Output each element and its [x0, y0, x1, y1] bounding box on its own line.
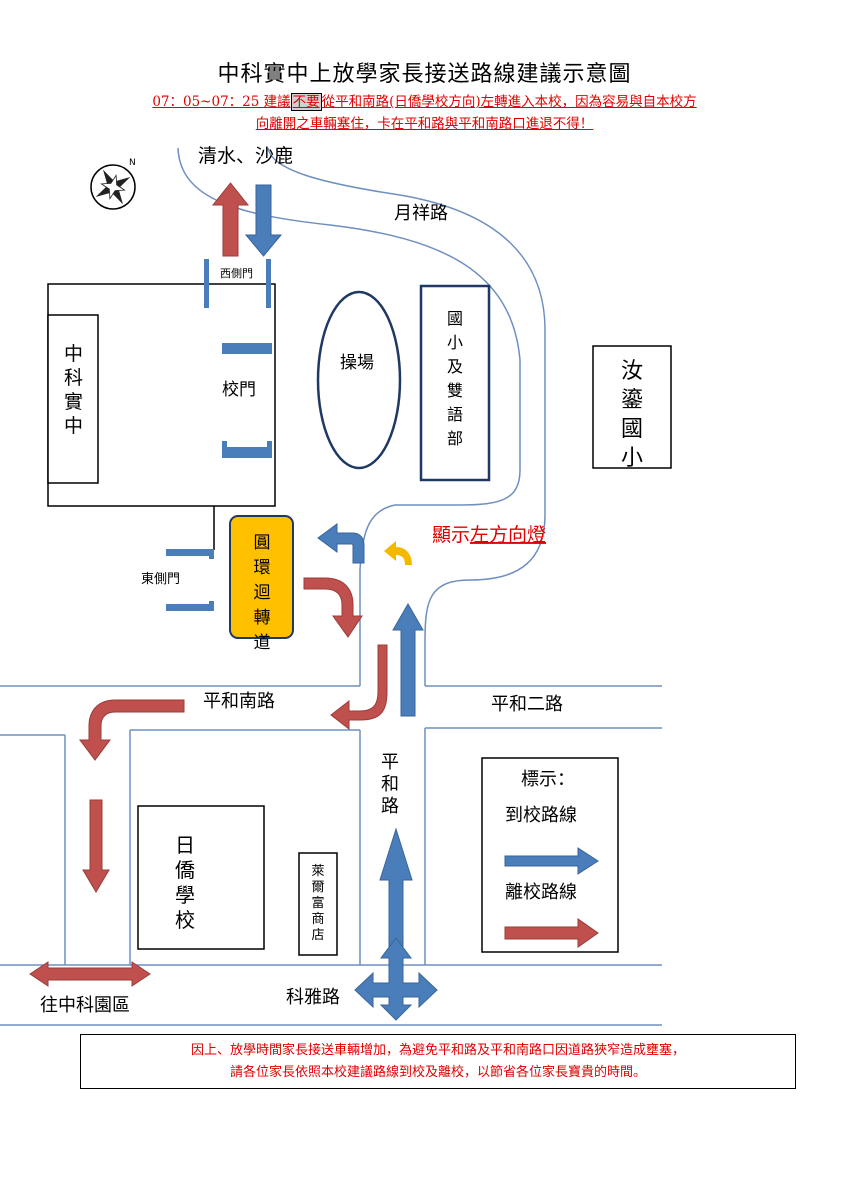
legend-arrive-arrow	[504, 847, 599, 875]
label-science-park: 往中科園區	[40, 995, 130, 1016]
east-gate-bar-top	[166, 549, 214, 556]
school-main-building	[47, 314, 99, 484]
label-shop: 萊爾富商店	[311, 864, 324, 943]
leave-arrow-side-down[interactable]	[82, 799, 110, 893]
label-left-signal-emph: 左方向燈	[470, 524, 546, 546]
playground-track	[316, 290, 402, 470]
svg-text:中科實中: 中科實中	[64, 343, 83, 437]
svg-text:圓環迴轉道: 圓環迴轉道	[254, 533, 271, 653]
svg-text:N: N	[129, 158, 136, 168]
main-gate-post-bottom-right	[267, 441, 272, 453]
leave-arrow-science-park[interactable]	[29, 961, 151, 987]
label-west-gate: 西側門	[220, 267, 253, 280]
legend-box	[481, 757, 619, 953]
notice-line-2: 請各位家長依照本校建議路線到校及離校，以節省各位家長寶貴的時間。	[229, 1065, 646, 1080]
leave-arrow-loop-exit[interactable]	[303, 577, 363, 638]
wenbin-elementary-building	[592, 345, 672, 469]
loop-road-shape	[229, 515, 294, 639]
arrive-arrow-keya-cross[interactable]	[354, 937, 438, 1021]
west-gate-bar-left	[204, 259, 209, 308]
east-gate-post	[209, 549, 214, 559]
label-left-signal: 顯示左方向燈	[432, 524, 546, 546]
svg-text:汝鎏國小: 汝鎏國小	[621, 359, 643, 471]
legend-title: 標示：	[521, 769, 575, 790]
svg-text:國小及雙語部: 國小及雙語部	[447, 309, 463, 448]
warning-text-2: 向離開之車輛塞住，卡在平和路與平和南路口進退不得！	[255, 116, 594, 132]
label-japanese-school: 日僑學校	[175, 833, 195, 932]
warning-line-2: 向離開之車輛塞住，卡在平和路與平和南路口進退不得！	[0, 112, 849, 132]
leave-arrow-qingshui-up[interactable]	[211, 182, 250, 257]
label-keya-road: 科雅路	[286, 987, 340, 1008]
label-elementary-dept: 國小及雙語部	[447, 309, 463, 448]
compass-icon: N	[90, 158, 136, 210]
leave-arrow-pinghe-turn-west[interactable]	[330, 644, 388, 731]
legend-arrive-label: 到校路線	[505, 805, 577, 826]
label-qingshui: 清水、沙鹿	[198, 145, 293, 167]
warning-highlight: 不要	[290, 93, 322, 111]
label-pinghe-road: 平和路	[381, 752, 399, 817]
road-qingshui-outer	[177, 147, 521, 686]
road-yuexiang-inner	[267, 147, 546, 686]
arrive-arrow-turn-left-to-loop[interactable]	[317, 523, 365, 564]
arrive-arrow-keya-up[interactable]	[379, 827, 413, 954]
japanese-school-building	[137, 805, 265, 950]
main-gate-bar-top	[222, 343, 272, 354]
page-title: 中科實中上放學家長接送路線建議示意圖	[217, 62, 632, 87]
label-pinghe-south-road: 平和南路	[203, 691, 275, 712]
svg-text:平和路: 平和路	[381, 752, 399, 817]
arrive-arrow-qingshui-down[interactable]	[244, 184, 283, 257]
main-gate-bar-bottom	[222, 447, 272, 458]
elementary-dept-building	[419, 284, 491, 482]
left-turn-signal-icon	[384, 541, 412, 565]
road-network	[0, 147, 662, 1026]
west-gate-bar-right	[266, 259, 271, 308]
label-school-name: 中科實中	[64, 343, 83, 437]
shop-building	[298, 852, 338, 956]
road-side-street	[64, 730, 131, 965]
label-wenbin-elementary: 汝鎏國小	[621, 359, 643, 471]
road-pinghe	[359, 728, 426, 965]
warning-text-1b: 從平和南路(日僑學校方向)左轉進入本校，因為容易與自本校方	[321, 94, 697, 110]
label-east-gate: 東側門	[141, 571, 180, 587]
svg-text:萊爾富商店: 萊爾富商店	[311, 864, 324, 943]
leave-arrow-pinghe-south-turn[interactable]	[79, 699, 185, 761]
legend-leave-label: 離校路線	[505, 882, 577, 903]
legend-leave-arrow	[504, 918, 599, 948]
arrive-arrow-pinghe-up[interactable]	[392, 602, 424, 717]
warning-line-1: 07：05~07：25 建議不要從平和南路(日僑學校方向)左轉進入本校，因為容易…	[0, 90, 849, 111]
label-school-gate: 校門	[222, 380, 256, 400]
main-gate-post-bottom	[222, 441, 227, 453]
notice-line-1: 因上、放學時間家長接送車輛增加，為避免平和路及平和南路口因道路狹窄造成壅塞，	[190, 1043, 685, 1058]
notice-box: 因上、放學時間家長接送車輛增加，為避免平和路及平和南路口因道路狹窄造成壅塞， 請…	[80, 1034, 796, 1089]
label-left-signal-prefix: 顯示	[432, 524, 470, 546]
label-yuexiang-road: 月祥路	[394, 203, 448, 224]
label-pinghe-2nd-road: 平和二路	[491, 694, 563, 715]
svg-text:日僑學校: 日僑學校	[175, 833, 195, 932]
road-pinghe-south-south-edge	[0, 727, 662, 736]
warning-text-1a: 07：05~07：25 建議	[152, 94, 291, 110]
east-gate-post-bottom	[209, 601, 214, 611]
label-loop-road: 圓環迴轉道	[254, 533, 271, 653]
east-gate-bar-bottom	[166, 604, 214, 611]
label-playground: 操場	[340, 353, 374, 373]
